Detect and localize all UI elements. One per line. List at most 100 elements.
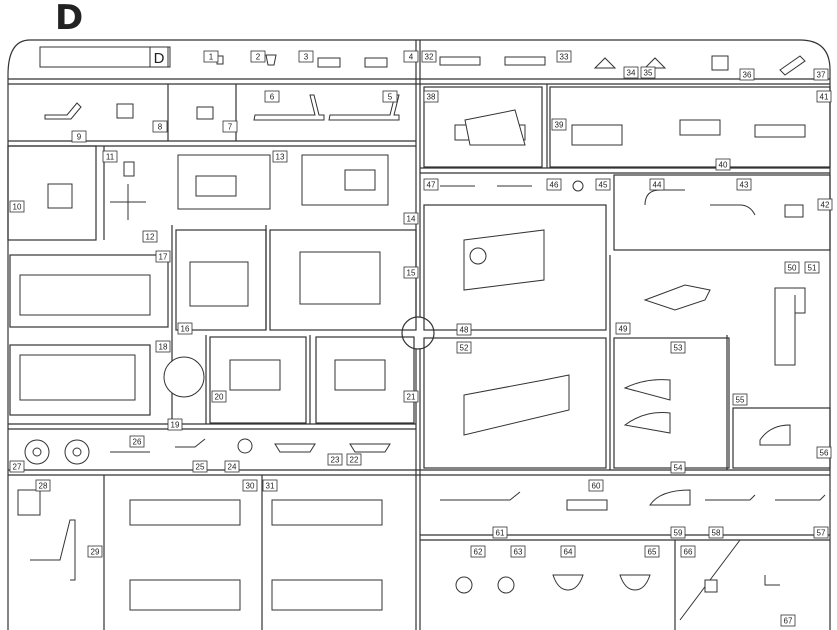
part-number-label: 27 [13, 463, 22, 472]
part-number-9: 9 [71, 130, 87, 143]
part-number-label: 33 [560, 53, 569, 62]
part-number-22: 22 [346, 453, 362, 466]
part-number-label: 39 [555, 121, 564, 130]
part-number-45: 45 [595, 178, 611, 191]
part-number-label: 65 [648, 548, 657, 557]
part-number-label: 1 [209, 53, 214, 62]
part-number-41: 41 [816, 90, 832, 103]
part-number-26: 26 [129, 435, 145, 448]
part-number-label: 24 [228, 463, 237, 472]
part-number-55: 55 [732, 393, 748, 406]
part-number-11: 11 [102, 150, 118, 163]
part-number-label: 15 [407, 269, 416, 278]
part-number-label: 66 [684, 548, 693, 557]
part-number-15: 15 [403, 266, 419, 279]
part-number-label: 49 [619, 325, 628, 334]
part-number-46: 46 [546, 178, 562, 191]
part-number-label: 6 [270, 93, 275, 102]
part-number-37: 37 [813, 68, 829, 81]
part-number-2: 2 [250, 50, 266, 63]
part-number-label: 50 [788, 264, 797, 273]
part-number-label: 51 [808, 264, 817, 273]
part-number-16: 16 [177, 322, 193, 335]
part-number-label: 19 [171, 421, 180, 430]
part-number-5: 5 [382, 90, 398, 103]
part-number-label: 20 [215, 393, 224, 402]
part-number-label: 42 [821, 201, 830, 210]
part-number-label: 67 [784, 617, 793, 626]
part-number-39: 39 [551, 118, 567, 131]
part-number-60: 60 [588, 479, 604, 492]
part-number-23: 23 [327, 453, 343, 466]
part-number-52: 52 [456, 341, 472, 354]
part-number-43: 43 [736, 178, 752, 191]
part-number-label: 58 [712, 529, 721, 538]
part-number-label: 12 [146, 233, 155, 242]
part-number-label: 56 [820, 449, 829, 458]
part-number-label: 2 [256, 53, 261, 62]
part-number-47: 47 [423, 178, 439, 191]
part-number-48: 48 [456, 323, 472, 336]
part-number-34: 34 [623, 66, 639, 79]
part-number-label: 40 [719, 161, 728, 170]
part-number-label: 9 [77, 133, 82, 142]
part-number-label: 16 [181, 325, 190, 334]
part-number-63: 63 [510, 545, 526, 558]
part-number-33: 33 [556, 50, 572, 63]
part-number-25: 25 [192, 460, 208, 473]
part-number-44: 44 [649, 178, 665, 191]
part-number-label: 38 [427, 93, 436, 102]
part-number-53: 53 [670, 341, 686, 354]
sprue-title: D [55, 0, 84, 38]
part-number-42: 42 [817, 198, 833, 211]
part-number-label: 54 [674, 464, 683, 473]
part-number-20: 20 [211, 390, 227, 403]
part-number-label: 23 [331, 456, 340, 465]
part-number-label: 18 [159, 343, 168, 352]
part-number-label: 5 [388, 93, 393, 102]
part-number-67: 67 [780, 614, 796, 627]
part-number-56: 56 [816, 446, 832, 459]
part-number-label: 46 [550, 181, 559, 190]
part-number-label: 21 [407, 393, 416, 402]
part-number-29: 29 [87, 545, 103, 558]
part-number-label: 31 [266, 482, 275, 491]
part-number-label: 44 [653, 181, 662, 190]
part-number-label: 37 [817, 71, 826, 80]
part-number-32: 32 [421, 50, 437, 63]
part-number-label: 34 [627, 69, 636, 78]
part-number-14: 14 [403, 212, 419, 225]
part-number-31: 31 [262, 479, 278, 492]
part-number-label: 30 [246, 482, 255, 491]
part-number-62: 62 [470, 545, 486, 558]
part-number-label: 47 [427, 181, 436, 190]
part-number-label: 55 [736, 396, 745, 405]
part-number-54: 54 [670, 461, 686, 474]
part-number-57: 57 [813, 526, 829, 539]
part-number-6: 6 [264, 90, 280, 103]
part-number-49: 49 [615, 322, 631, 335]
part-number-label: 4 [409, 53, 414, 62]
part-number-label: 48 [460, 326, 469, 335]
part-number-label: 57 [817, 529, 826, 538]
part-number-28: 28 [35, 479, 51, 492]
part-number-label: 61 [496, 529, 505, 538]
part-number-label: 8 [158, 123, 163, 132]
part-number-18: 18 [155, 340, 171, 353]
part-number-8: 8 [152, 120, 168, 133]
part-number-label: 22 [350, 456, 359, 465]
part-number-label: 10 [13, 203, 22, 212]
part-number-50: 50 [784, 261, 800, 274]
part-number-1: 1 [203, 50, 219, 63]
part-number-label: 59 [674, 529, 683, 538]
part-number-24: 24 [224, 460, 240, 473]
part-number-13: 13 [272, 150, 288, 163]
part-number-label: 64 [564, 548, 573, 557]
part-number-51: 51 [804, 261, 820, 274]
part-number-label: 36 [743, 71, 752, 80]
part-number-label: 43 [740, 181, 749, 190]
part-number-7: 7 [222, 120, 238, 133]
part-number-66: 66 [680, 545, 696, 558]
part-number-label: 63 [514, 548, 523, 557]
